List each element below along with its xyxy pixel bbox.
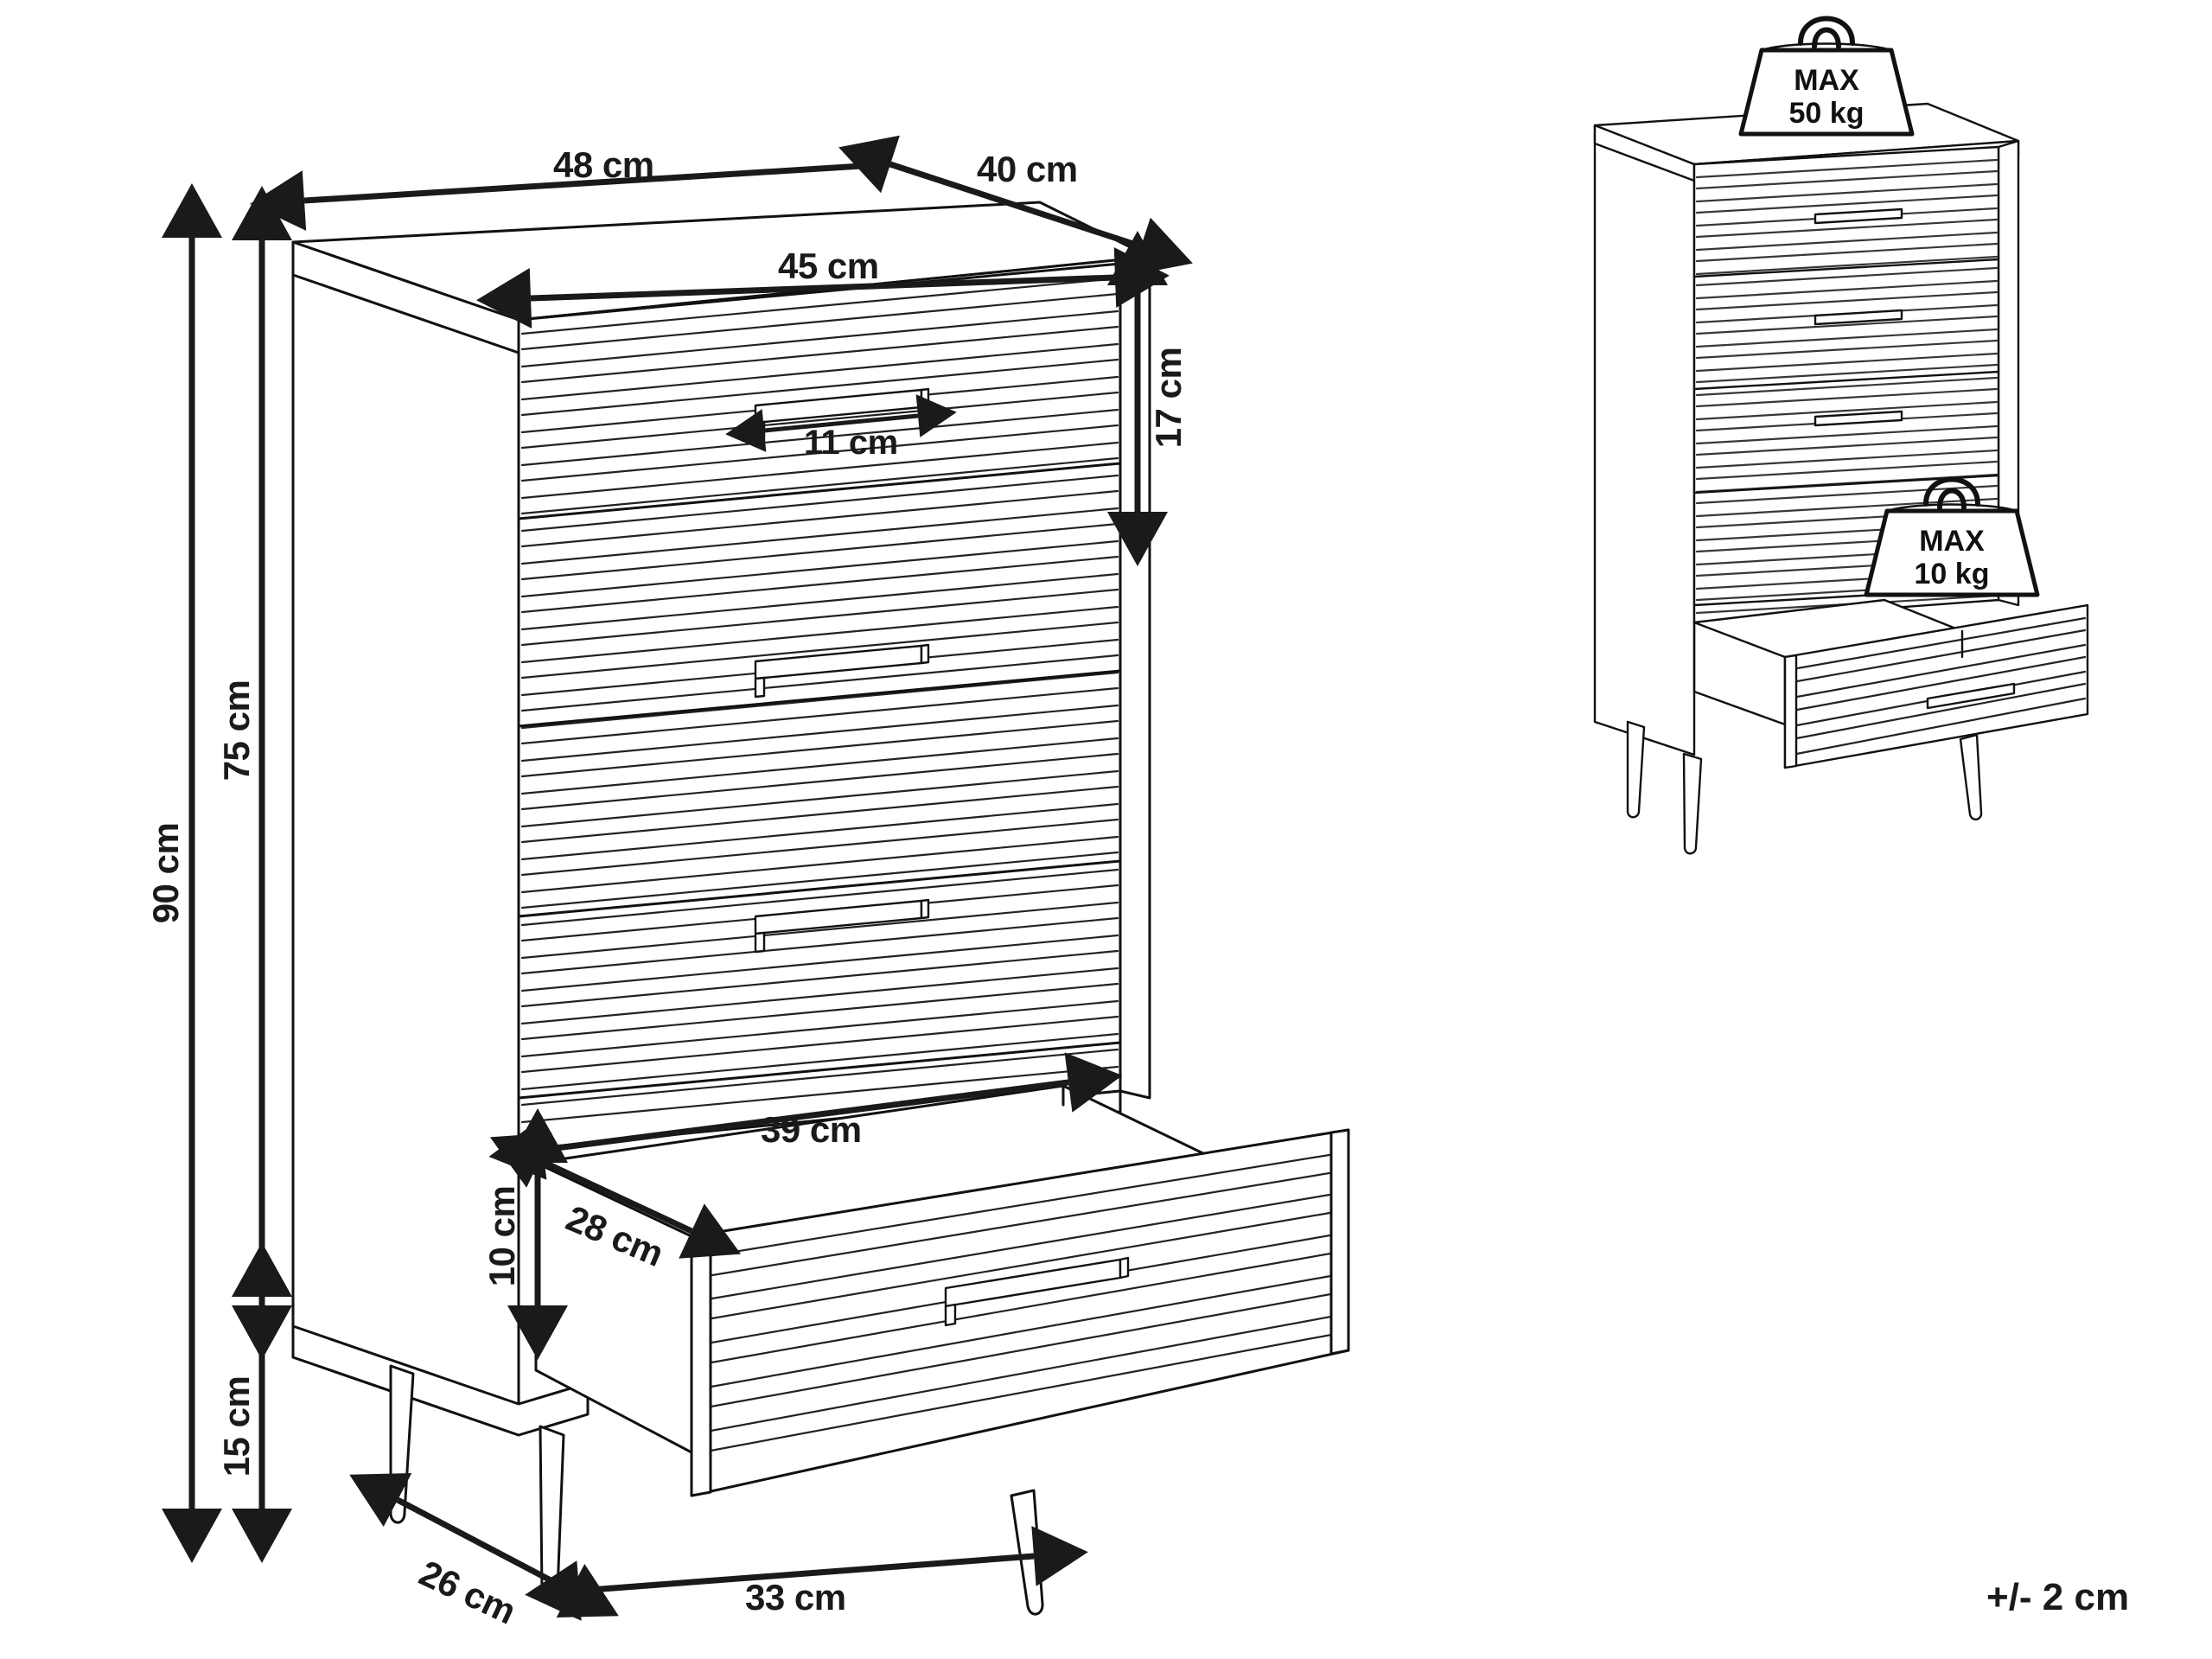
dim-carcass-height-label: 75 cm	[216, 680, 257, 782]
open-drawer-front	[690, 1128, 1350, 1497]
weight-icon-50kg: MAX 50 kg	[1738, 16, 1915, 137]
drawer-front-slats	[517, 262, 1122, 1152]
tolerance-label: +/- 2 cm	[1986, 1576, 2129, 1618]
load-view-handle-1	[1814, 207, 1903, 225]
dim-leg-height-label: 15 cm	[216, 1376, 257, 1477]
dim-drawer-front-width-label: 45 cm	[778, 246, 879, 286]
dim-depth-top: 40 cm	[838, 135, 1193, 276]
dim-leg-span-width-label: 33 cm	[745, 1577, 846, 1618]
open-drawer-handle	[944, 1256, 1130, 1327]
dim-leg-span-width: 33 cm	[525, 1526, 1088, 1621]
dim-handle-width: 11 cm	[725, 394, 957, 462]
dim-width-top-label: 48 cm	[553, 144, 654, 185]
main-cabinet-drawing: 48 cm 40 cm 45 cm 17 cm 11 cm 90 cm	[145, 135, 1350, 1631]
dim-depth-top-label: 40 cm	[977, 149, 1078, 189]
dim-leg-height: 15 cm	[216, 1242, 292, 1563]
dim-drawer-inner-height-label: 10 cm	[481, 1186, 522, 1287]
drawer-handle-2	[754, 643, 930, 699]
weight-icon-10kg: MAX 10 kg	[1864, 476, 2040, 597]
dim-carcass-height: 75 cm	[216, 186, 292, 1360]
dim-drawer-inner-height: 10 cm	[481, 1108, 568, 1360]
load-view-open-drawer-handle	[1926, 682, 2016, 710]
load-capacity-drawing: MAX 50 kg MAX 10 kg	[1593, 16, 2089, 855]
tolerance-note: +/- 2 cm	[1986, 1576, 2129, 1618]
dim-drawer-inner-width-label: 39 cm	[761, 1109, 862, 1150]
drawer-handle-3	[754, 898, 930, 954]
weight-10kg-line1: MAX	[1919, 525, 1985, 558]
dim-drawer-front-width: 45 cm	[476, 246, 1170, 329]
weight-10kg-line2: 10 kg	[1915, 558, 1990, 590]
dim-width-top: 48 cm	[250, 144, 891, 231]
weight-50kg-line1: MAX	[1794, 64, 1859, 97]
dim-handle-width-label: 11 cm	[804, 424, 898, 462]
load-view-handle-2	[1814, 309, 1903, 326]
load-view-handle-3	[1814, 410, 1903, 427]
dim-drawer-front-height-label: 17 cm	[1148, 348, 1189, 449]
weight-50kg-line2: 50 kg	[1789, 97, 1865, 130]
dim-drawer-front-height: 17 cm	[1107, 231, 1189, 566]
dim-total-height-label: 90 cm	[145, 823, 186, 924]
dim-total-height: 90 cm	[145, 183, 222, 1563]
